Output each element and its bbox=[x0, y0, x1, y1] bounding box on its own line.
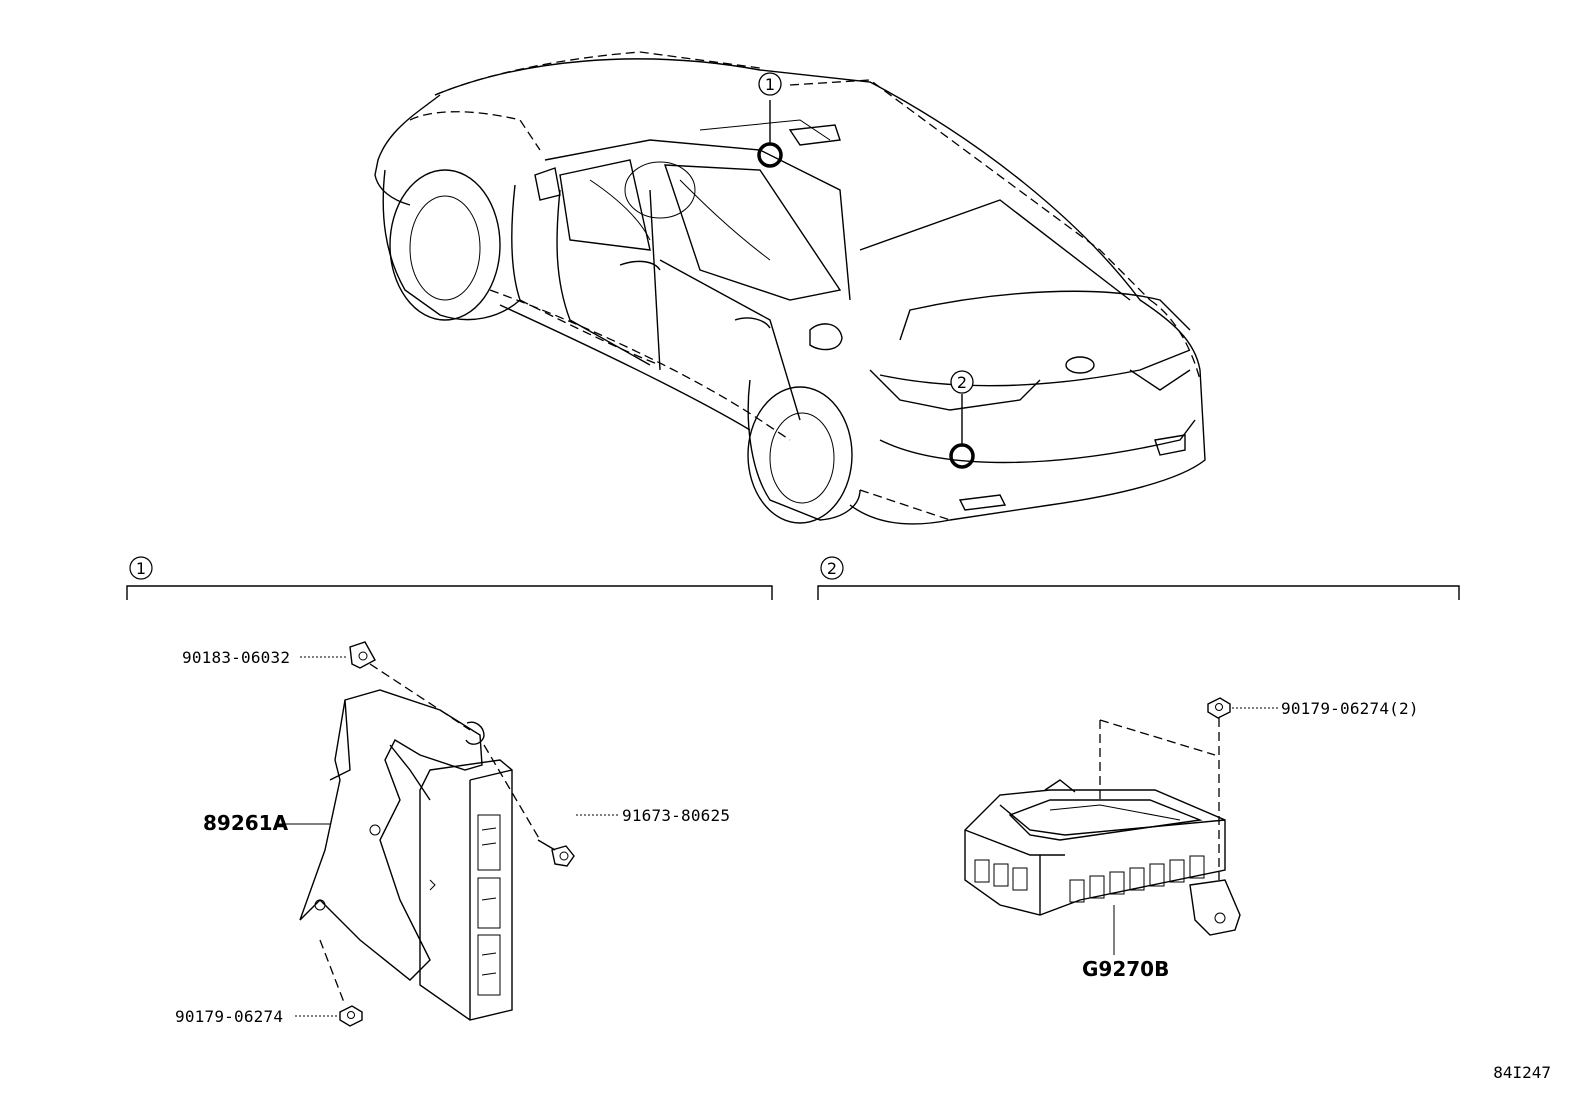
label-91673-80625: 91673-80625 bbox=[622, 806, 730, 825]
label-89261A: 89261A bbox=[203, 811, 289, 835]
label-90179-06274-left: 90179-06274 bbox=[175, 1007, 283, 1026]
nut-icon-left bbox=[339, 1005, 363, 1027]
callout-1: 1 bbox=[758, 72, 782, 96]
section-2-number: 2 bbox=[827, 559, 837, 578]
car-illustration: 1 2 bbox=[374, 51, 1206, 525]
module-G9270B bbox=[964, 697, 1278, 955]
label-90179-06274-2: 90179-06274(2) bbox=[1281, 699, 1419, 718]
section-1-number: 1 bbox=[136, 559, 146, 578]
nut-icon-right bbox=[1207, 697, 1231, 719]
callout-2-label: 2 bbox=[957, 373, 967, 392]
location-marker-2 bbox=[949, 443, 975, 469]
section-1-header: 1 bbox=[126, 556, 773, 600]
ecu-assembly-89261A bbox=[277, 641, 620, 1027]
label-90183-06032: 90183-06032 bbox=[182, 648, 290, 667]
bolt-icon bbox=[537, 839, 575, 867]
callout-1-label: 1 bbox=[765, 75, 775, 94]
callout-2: 2 bbox=[950, 370, 974, 394]
figure-reference: 84I247 bbox=[1493, 1063, 1551, 1082]
connector-slots bbox=[974, 855, 1205, 903]
location-marker-1 bbox=[757, 142, 783, 168]
label-G9270B: G9270B bbox=[1082, 957, 1169, 981]
clip-nut-icon bbox=[349, 641, 376, 669]
section-2-header: 2 bbox=[817, 556, 1460, 600]
